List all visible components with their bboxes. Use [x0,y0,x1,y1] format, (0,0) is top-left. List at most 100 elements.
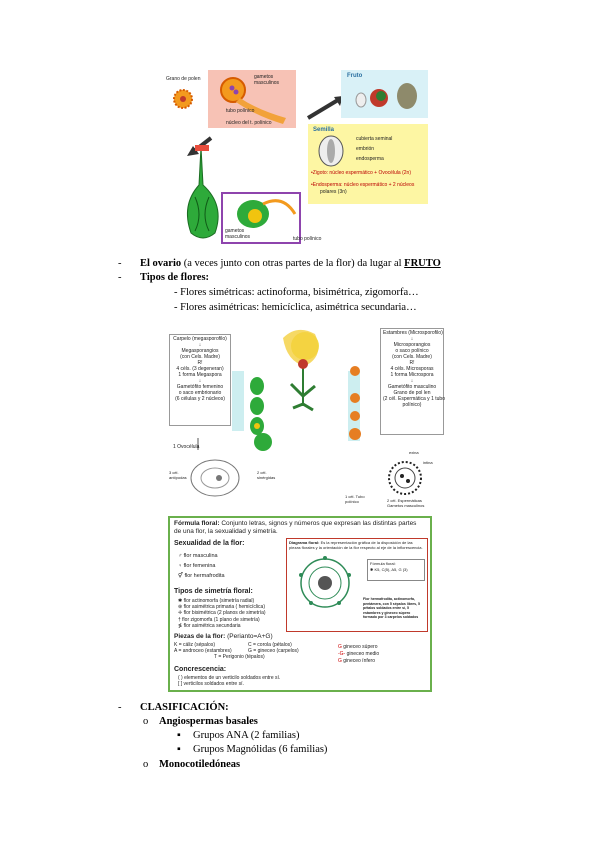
flower-type-asymmetric: - Flores asimétricas: hemicíclica, asimé… [174,302,417,313]
classification-title: CLASIFICACIÓN: [140,702,229,713]
pieces-list: K = cáliz (sépalos)C = corola (pétalos) … [174,642,299,660]
ovule-zoom-panel: gametos masculinos [221,192,301,244]
microsporophyll-line: Grano de pol len [393,390,431,396]
formula-box: Fórmula floral: ✱ K5, C(5), A5, G (3) [367,559,425,581]
sex-female: ♀ flor femenina [178,563,216,569]
ovocell-label: 1 Ovocélula [173,444,200,450]
formula-title: Fórmula floral: [174,520,220,527]
megasporophyll-line: ↓ [198,378,202,384]
classification-heading: - CLASIFICACIÓN: [118,702,229,713]
pollen-tube-icon [220,77,286,124]
bullet-ovary: - El ovario (a veces junto con otras par… [118,257,441,270]
ovule-icon [237,199,297,228]
item-ana: ▪ Grupos ANA (2 familias) [177,730,300,741]
seed-title: Semilla [313,127,335,133]
sym-title: Tipos de simetría floral: [174,588,253,595]
pieces-title-line: Piezas de la flor: (Perianto=A+G) [174,633,273,640]
endosperm-label: endosperma [356,156,384,162]
pollen-grain-panel: Grano de polen [166,76,204,112]
microsporophyll-line: Estambres (Microsporofilo) [383,330,443,336]
group-basal: o Angiospermas basales [143,715,258,728]
microsporophyll-line: 4 céls. Microsporas [390,366,434,372]
fruit-panel: Fruto [341,70,428,118]
diagram-desc: Flor hermafrodita, actinomorfa, pentámer… [363,597,420,619]
floral-diagram-icon [299,556,351,608]
sym-items: ✱ flor actinomorfa (simetría radial) ⊛ f… [178,598,266,629]
microsporophyll-line: (2 cél. Espermática y 1 tubo [383,396,445,402]
megasporophyll-line: Gametófito femenino [176,384,224,390]
group-monocots: o Monocotiledóneas [143,758,240,771]
secondary-asym-icon: ≸ [178,622,184,629]
left-megasporophyll-box: Carpelo (megasporofilo)↓Megasporangios(c… [169,334,231,426]
sperm-label: 2 cél. Espermáticas Gametos masculinos [387,498,425,508]
right-microsporophyll-box: Estambres (Microsporofilo)↓Microsporangi… [380,328,445,435]
figure-floral-formula: Fórmula floral: Conjunto letras, signos … [168,516,432,692]
seed-panel: Semilla cubierta seminal embrión endospe… [308,124,428,204]
megasporophyll-line: Megasporangios [181,348,219,354]
microsporophyll-line: (con Cels. Madre) [392,354,432,360]
megasporophyll-line: (con Cels. Madre) [180,354,220,360]
embryo-label: embrión [356,146,375,152]
flower-type-symmetric: - Flores simétricas: actinoforma, bisimé… [174,287,419,298]
zygomorphic-icon: † [178,616,183,623]
zygote-line: •Zigoto: núcleo espermático + Ovocélula … [311,170,411,176]
pistil-icon [186,145,219,239]
fruit-word: FRUTO [404,258,441,269]
formula-title-line: Fórmula floral: Conjunto letras, signos … [174,520,424,536]
dash: - [118,272,122,283]
microsporophyll-line: 1 forma Microspora [390,372,434,378]
bisymmetric-icon: ✛ [178,610,184,617]
bottom-tube-label: tubo polínico [293,236,322,242]
floral-diagram-panel: Diagrama floral: Es la representación gr… [286,538,428,632]
megasporophyll-line: 4 céls. (3 degeneran) [176,366,224,372]
seed-coat-label: cubierta seminal [356,136,393,142]
microsporophyll-line: Microsporangios [393,342,431,348]
microsporophyll-line: R! [409,360,415,366]
pollen-column-bg [348,371,360,441]
asymmetric-icon: ⊛ [178,604,184,611]
figure-fertilization: Grano de polen gametos masculinos tubo p… [163,70,428,245]
megasporophyll-line: o saco embrionario [178,390,222,396]
megasporophyll-line: ↓ [198,342,202,348]
tube-label: tubo polínico [226,108,255,114]
ovary-rest: (a veces junto con otras partes de la fl… [181,258,405,269]
conc-title: Concrescencia: [174,666,227,673]
life-cycle-drawing [190,329,422,497]
formula-title-rest: Conjunto letras, signos y números que ex… [174,520,417,535]
exine-label: exina [409,450,419,455]
pollen-tube-panel: gametos masculinos tubo polínico núcleo … [208,70,296,128]
diagram-text: Es la representación gráfica de la dispo… [289,540,423,550]
bullet-flower-types: - Tipos de flores: [118,271,209,284]
figure-life-cycle: Carpelo (megasporofilo)↓Megasporangios(c… [165,326,445,511]
circle-marker: o [143,716,149,727]
flower-types-bold: Tipos de flores: [140,272,210,283]
bottom-gametes-label: gametos masculinos [225,228,251,240]
megasporophyll-line: Carpelo (megasporofilo) [173,336,227,342]
endosperm-line1: •Endosperma: núcleo espermático + 2 núcl… [311,182,415,188]
endosperm-line2: polares (3n) [320,189,347,195]
actinomorphic-icon: ✱ [178,598,184,604]
megasporophyll-line: 1 forma Megaspora [178,372,222,378]
megasporophyll-line: (6 células y 2 núcleos) [175,396,225,402]
sex-herm: ⚥ flor hermafrodita [178,573,225,579]
tube-cell-label: 1 cél. Tubo polínico [345,494,365,504]
fruit-icons [355,83,417,109]
ovule-column-bg [232,371,244,431]
seed-icon [318,135,344,167]
microsporophyll-line: ↓ [410,336,414,342]
diagram-title: Diagrama floral: [289,540,320,545]
item-magnolids: ▪ Grupos Magnólidas (6 familias) [177,744,328,755]
sex-male: ♂ flor masculina [178,553,218,559]
microsporophyll-line: o saco polínico [395,348,429,354]
synergids-label: 2 cél. sinérgidas [257,470,276,480]
microsporophyll-line: ↓ [410,378,414,384]
nucleus-label: núcleo del t. polínico [226,120,272,126]
female-icon: ♀ [178,563,184,569]
antipodes-label: 3 cél. antípodas [169,470,187,480]
microsporophyll-line: Gametófito masculino [387,384,437,390]
conc-items: ( ) elementos de un verticilo soldados e… [178,675,281,687]
sex-items: ♂ flor masculina ♀ flor femenina ⚥ flor … [178,551,225,581]
ovary-bold: El ovario [140,258,182,269]
sex-title: Sexualidad de la flor: [174,540,245,547]
pollen-icon [173,89,193,109]
